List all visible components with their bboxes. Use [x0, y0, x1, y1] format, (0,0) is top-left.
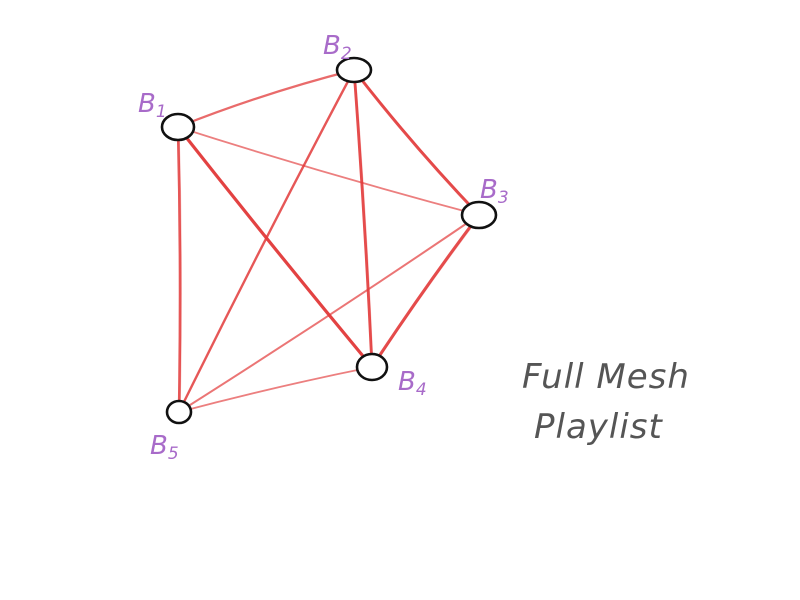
edge-b2-b4-texture	[354, 70, 374, 368]
node-label-b3: B3	[480, 175, 509, 208]
edge-b1-b3	[177, 126, 480, 216]
edge-b1-b5	[176, 125, 182, 414]
node-label-b5: B5	[150, 431, 179, 464]
edge-b3-b4-texture	[372, 215, 481, 368]
edge-b1-b4-texture	[178, 127, 374, 368]
edge-b1-b5-texture	[178, 127, 182, 413]
node-b4	[355, 352, 389, 382]
nodes-layer	[160, 56, 498, 425]
edge-b2-b5	[177, 68, 356, 414]
edge-b1-b4	[176, 125, 374, 369]
edge-b4-b5	[178, 366, 373, 413]
edge-b2-b3	[352, 68, 481, 217]
edge-b3-b4	[370, 213, 481, 369]
caption-line-2: Playlist	[534, 407, 664, 447]
node-b3	[460, 200, 498, 230]
node-b5	[165, 399, 193, 425]
edge-b2-b3-texture	[354, 70, 481, 216]
node-b2	[335, 56, 373, 84]
edge-b1-b2	[176, 68, 356, 129]
edge-b2-b4	[352, 68, 374, 369]
node-label-b1: B1	[138, 89, 167, 122]
node-label-b4: B4	[398, 367, 427, 400]
node-label-b2: B2	[323, 31, 352, 64]
edge-b3-b5	[178, 214, 480, 413]
caption-line-1: Full Mesh	[522, 357, 690, 397]
node-b1	[160, 112, 196, 142]
edges-layer	[176, 68, 481, 414]
